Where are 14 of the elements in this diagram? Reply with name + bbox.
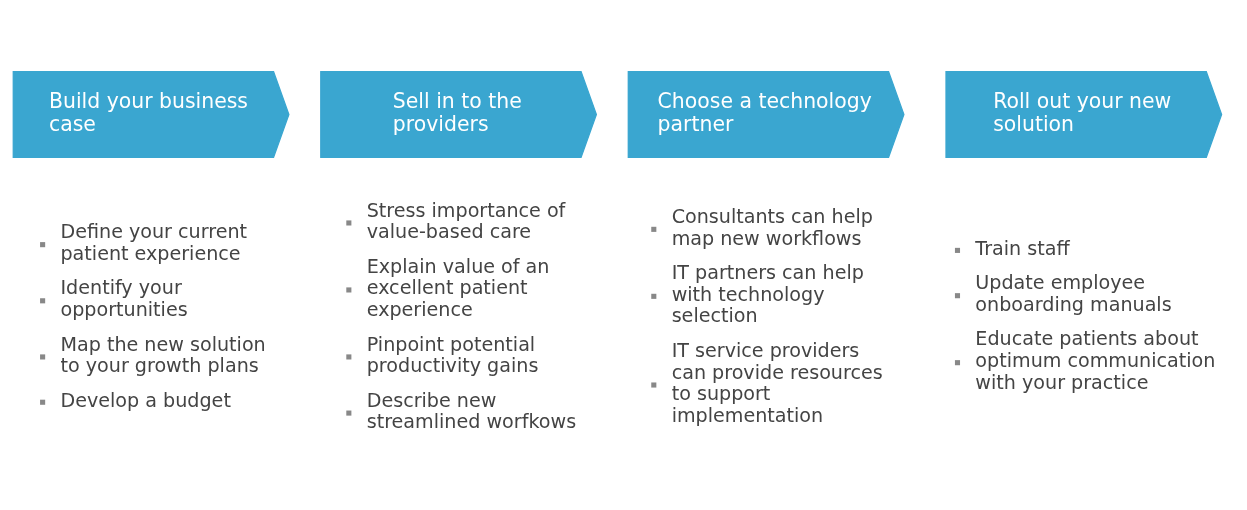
node-label: IT service providers can provide resources to support implementation [671, 338, 883, 427]
node-label: Pinpoint potential productivity gains [366, 332, 539, 377]
node-label: Map the new solution to your growth plans [60, 332, 266, 377]
node-label: Consultants can help map new workflows [671, 204, 873, 250]
node-label: Stress importance of value-based care [366, 198, 566, 243]
node-label: IT partners can help with technology selection [671, 260, 864, 327]
node-label: Develop a budget [60, 388, 231, 412]
node-label: Train staff [975, 236, 1070, 260]
node-label: Describe new streamlined worfkows [366, 388, 577, 433]
node-label: Define your current patient experience [60, 219, 248, 265]
node-label: Educate patients about optimum communication with your practice [975, 326, 1216, 394]
node-label: Explain value of an excellent patient experience [366, 254, 550, 321]
node-label: Update employee onboarding manuals [975, 270, 1172, 316]
node-label: Identify your opportunities [60, 275, 188, 321]
